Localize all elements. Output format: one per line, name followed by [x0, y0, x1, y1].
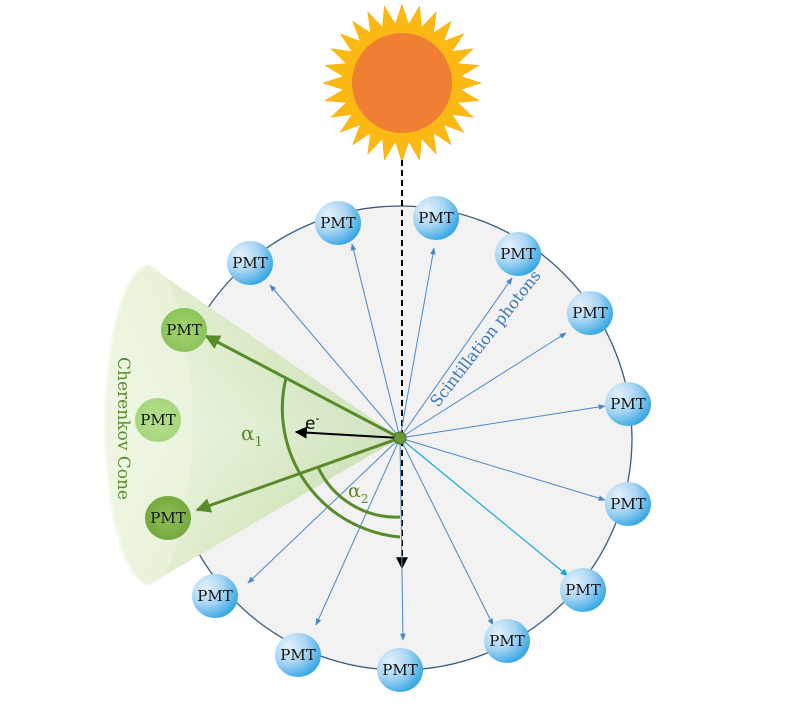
- scintillation-arrow: [399, 247, 436, 439]
- alpha2-arc: [316, 466, 401, 519]
- interaction-vertex: [393, 431, 407, 445]
- pmt-label: PMT: [572, 304, 607, 322]
- cherenkov-cone-label: Cherenkov Cone: [113, 357, 133, 500]
- pmt-sensor: PMT: [192, 574, 238, 618]
- pmt-ring: PMT PMT PMT PMT PMT PMT PMT PMT PMT PMT PMT PMT PMT P…: [135, 196, 651, 692]
- pmt-sensor: PMT: [275, 633, 321, 677]
- scintillation-arrow: [269, 284, 401, 439]
- electron-label: e-: [305, 412, 319, 434]
- pmt-sensor: PMT: [135, 398, 181, 442]
- pmt-sensor: PMT: [145, 496, 191, 540]
- pmt-label: PMT: [610, 395, 645, 413]
- pmt-label: PMT: [140, 411, 175, 429]
- pmt-sensor: PMT: [560, 568, 606, 612]
- alpha2-label: α2: [348, 480, 368, 506]
- scintillation-arrow: [399, 277, 513, 439]
- scintillation-arrow: [247, 437, 401, 584]
- scintillation-arrows: [247, 243, 606, 641]
- scintillation-arrow: [399, 437, 569, 577]
- alpha1-label: α1: [241, 421, 263, 450]
- pmt-sensor: PMT: [377, 648, 423, 692]
- pmt-sensor: PMT: [315, 201, 361, 245]
- electron-direction-arrow: [294, 426, 401, 439]
- pmt-label: PMT: [565, 581, 600, 599]
- cherenkov-track-upper: [204, 334, 401, 440]
- pmt-label: PMT: [197, 587, 232, 605]
- pmt-sensor: PMT: [227, 241, 273, 285]
- pmt-label: PMT: [280, 646, 315, 664]
- pmt-sensor: PMT: [567, 291, 613, 335]
- pmt-sensor: PMT: [413, 196, 459, 240]
- sun-icon: [322, 3, 482, 163]
- pmt-label: PMT: [500, 245, 535, 263]
- pmt-sensor: PMT: [605, 482, 651, 526]
- pmt-label: PMT: [166, 321, 201, 339]
- pmt-label: PMT: [382, 661, 417, 679]
- pmt-sensor: PMT: [495, 232, 541, 276]
- scintillation-arrow: [399, 437, 606, 501]
- pmt-label: PMT: [418, 209, 453, 227]
- scintillation-arrow: [399, 332, 567, 439]
- pmt-label: PMT: [610, 495, 645, 513]
- scintillation-arrow: [399, 404, 606, 439]
- pmt-sensor: PMT: [605, 382, 651, 426]
- scintillation-arrow: [350, 243, 401, 439]
- pmt-sensor: PMT: [161, 308, 207, 352]
- pmt-label: PMT: [232, 254, 267, 272]
- pmt-label: PMT: [320, 214, 355, 232]
- scintillation-arrow: [399, 437, 494, 626]
- scintillation-arrow: [315, 437, 401, 626]
- alpha1-arc: [280, 377, 401, 539]
- pmt-label: PMT: [489, 632, 524, 650]
- pmt-label: PMT: [150, 509, 185, 527]
- scintillation-arrow: [399, 437, 406, 641]
- pmt-sensor: PMT: [484, 619, 530, 663]
